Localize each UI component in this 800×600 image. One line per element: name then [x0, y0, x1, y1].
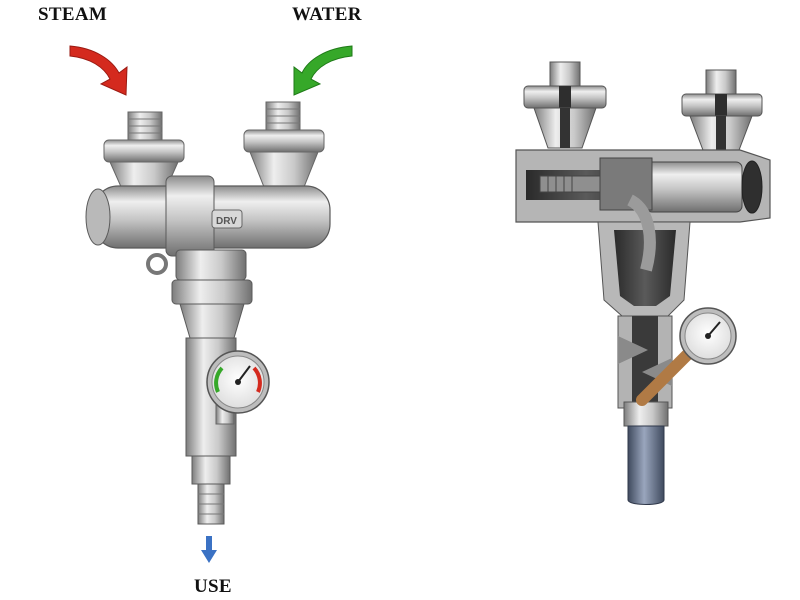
cutaway-body — [515, 149, 771, 223]
steam-label: STEAM — [38, 4, 108, 25]
valve-body: DRV — [85, 175, 331, 275]
outlet-arrow-icon — [201, 536, 217, 563]
cutaway-hose — [627, 425, 665, 505]
cutaway-steam-inlet — [523, 61, 607, 149]
water-inlet-fitting — [243, 101, 325, 193]
external-view: DRV — [69, 45, 353, 563]
pressure-gauge-icon — [206, 350, 270, 425]
cutaway-pressure-gauge-icon — [679, 307, 737, 365]
water-label: WATER — [292, 4, 362, 25]
union-nut — [171, 249, 253, 339]
water-arrow-icon — [293, 45, 353, 96]
brand-mark: DRV — [216, 216, 237, 227]
cutaway-chamber — [597, 194, 691, 317]
cutaway-view — [515, 61, 771, 505]
cutaway-water-inlet — [681, 69, 763, 159]
use-label: USE — [194, 576, 232, 597]
steam-arrow-icon — [69, 45, 128, 96]
